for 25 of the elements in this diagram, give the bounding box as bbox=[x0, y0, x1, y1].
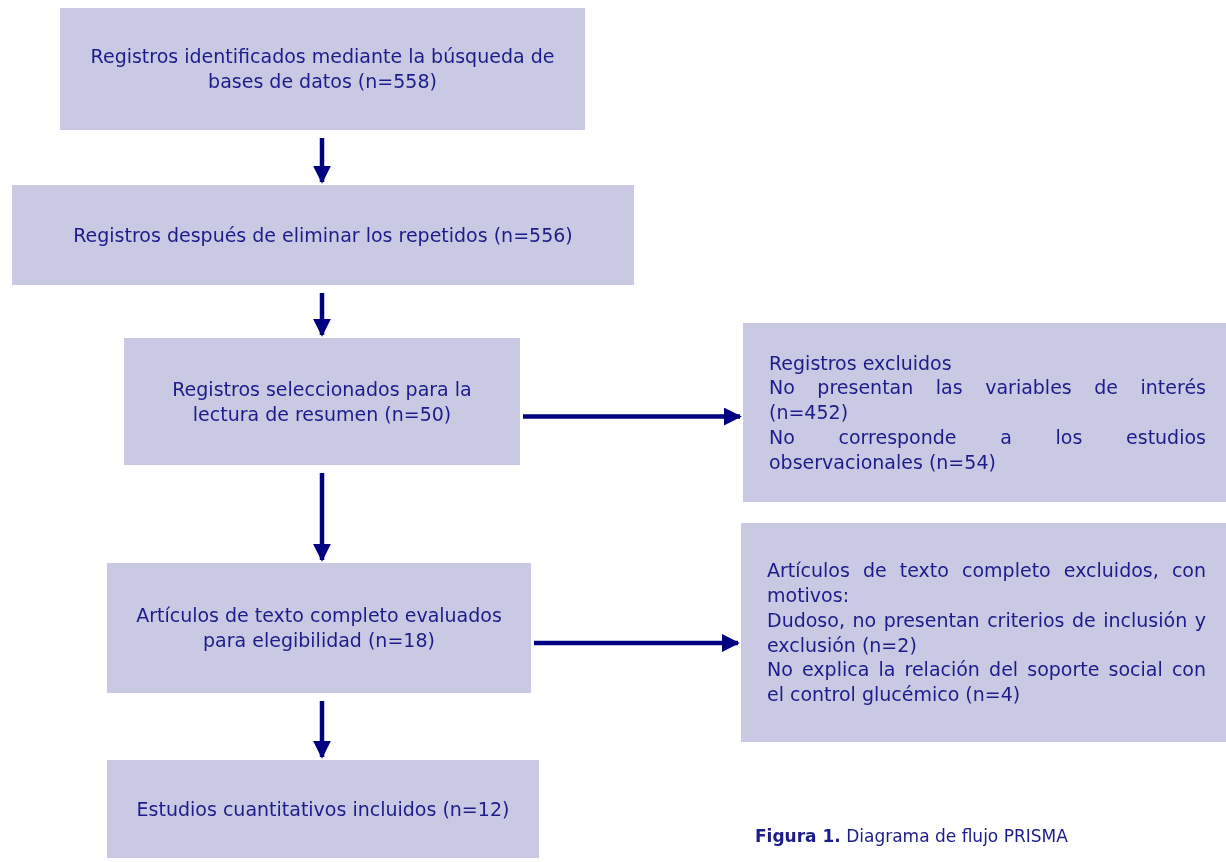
box-text: Registros seleccionados para la lectura de resumen (n=50) bbox=[171, 376, 473, 427]
box-text: Artículos de texto completo evaluados para elegibilidad (n=18) bbox=[135, 603, 503, 653]
arrow bbox=[313, 473, 331, 562]
box-text: Registros después de eliminar los repetidos (n=556) bbox=[72, 222, 574, 248]
arrow bbox=[534, 634, 740, 652]
process-box bbox=[124, 338, 520, 465]
process-box bbox=[107, 563, 531, 693]
box-text: Artículos de texto completo excluidos, con motivos: bbox=[767, 558, 1206, 608]
process-box bbox=[107, 760, 539, 858]
process-box bbox=[12, 185, 634, 285]
process-box bbox=[743, 323, 1226, 502]
box-text: Dudoso, no presentan criterios de inclusión y exclusión (n=2) bbox=[767, 607, 1206, 658]
arrow bbox=[313, 293, 331, 337]
box-text: Registros identificados mediante la búsqueda de bases de datos (n=558) bbox=[89, 44, 556, 94]
box-text: No explica la relación del soporte social con el control glucémico (n=4) bbox=[767, 657, 1206, 707]
arrow bbox=[313, 138, 331, 184]
box-text: Estudios cuantitativos incluidos (n=12) bbox=[135, 796, 511, 822]
process-box bbox=[741, 523, 1226, 742]
process-box bbox=[60, 8, 585, 130]
box-text: No presentan las variables de interés (n=452) bbox=[769, 375, 1206, 425]
arrow bbox=[313, 701, 331, 759]
box-text: Registros excluidos bbox=[769, 350, 953, 376]
figure-caption: Figura 1. Diagrama de flujo PRISMA bbox=[755, 826, 1068, 846]
arrow bbox=[523, 407, 742, 426]
box-text: No corresponde a los estudios observacionales (n=54) bbox=[769, 424, 1206, 475]
